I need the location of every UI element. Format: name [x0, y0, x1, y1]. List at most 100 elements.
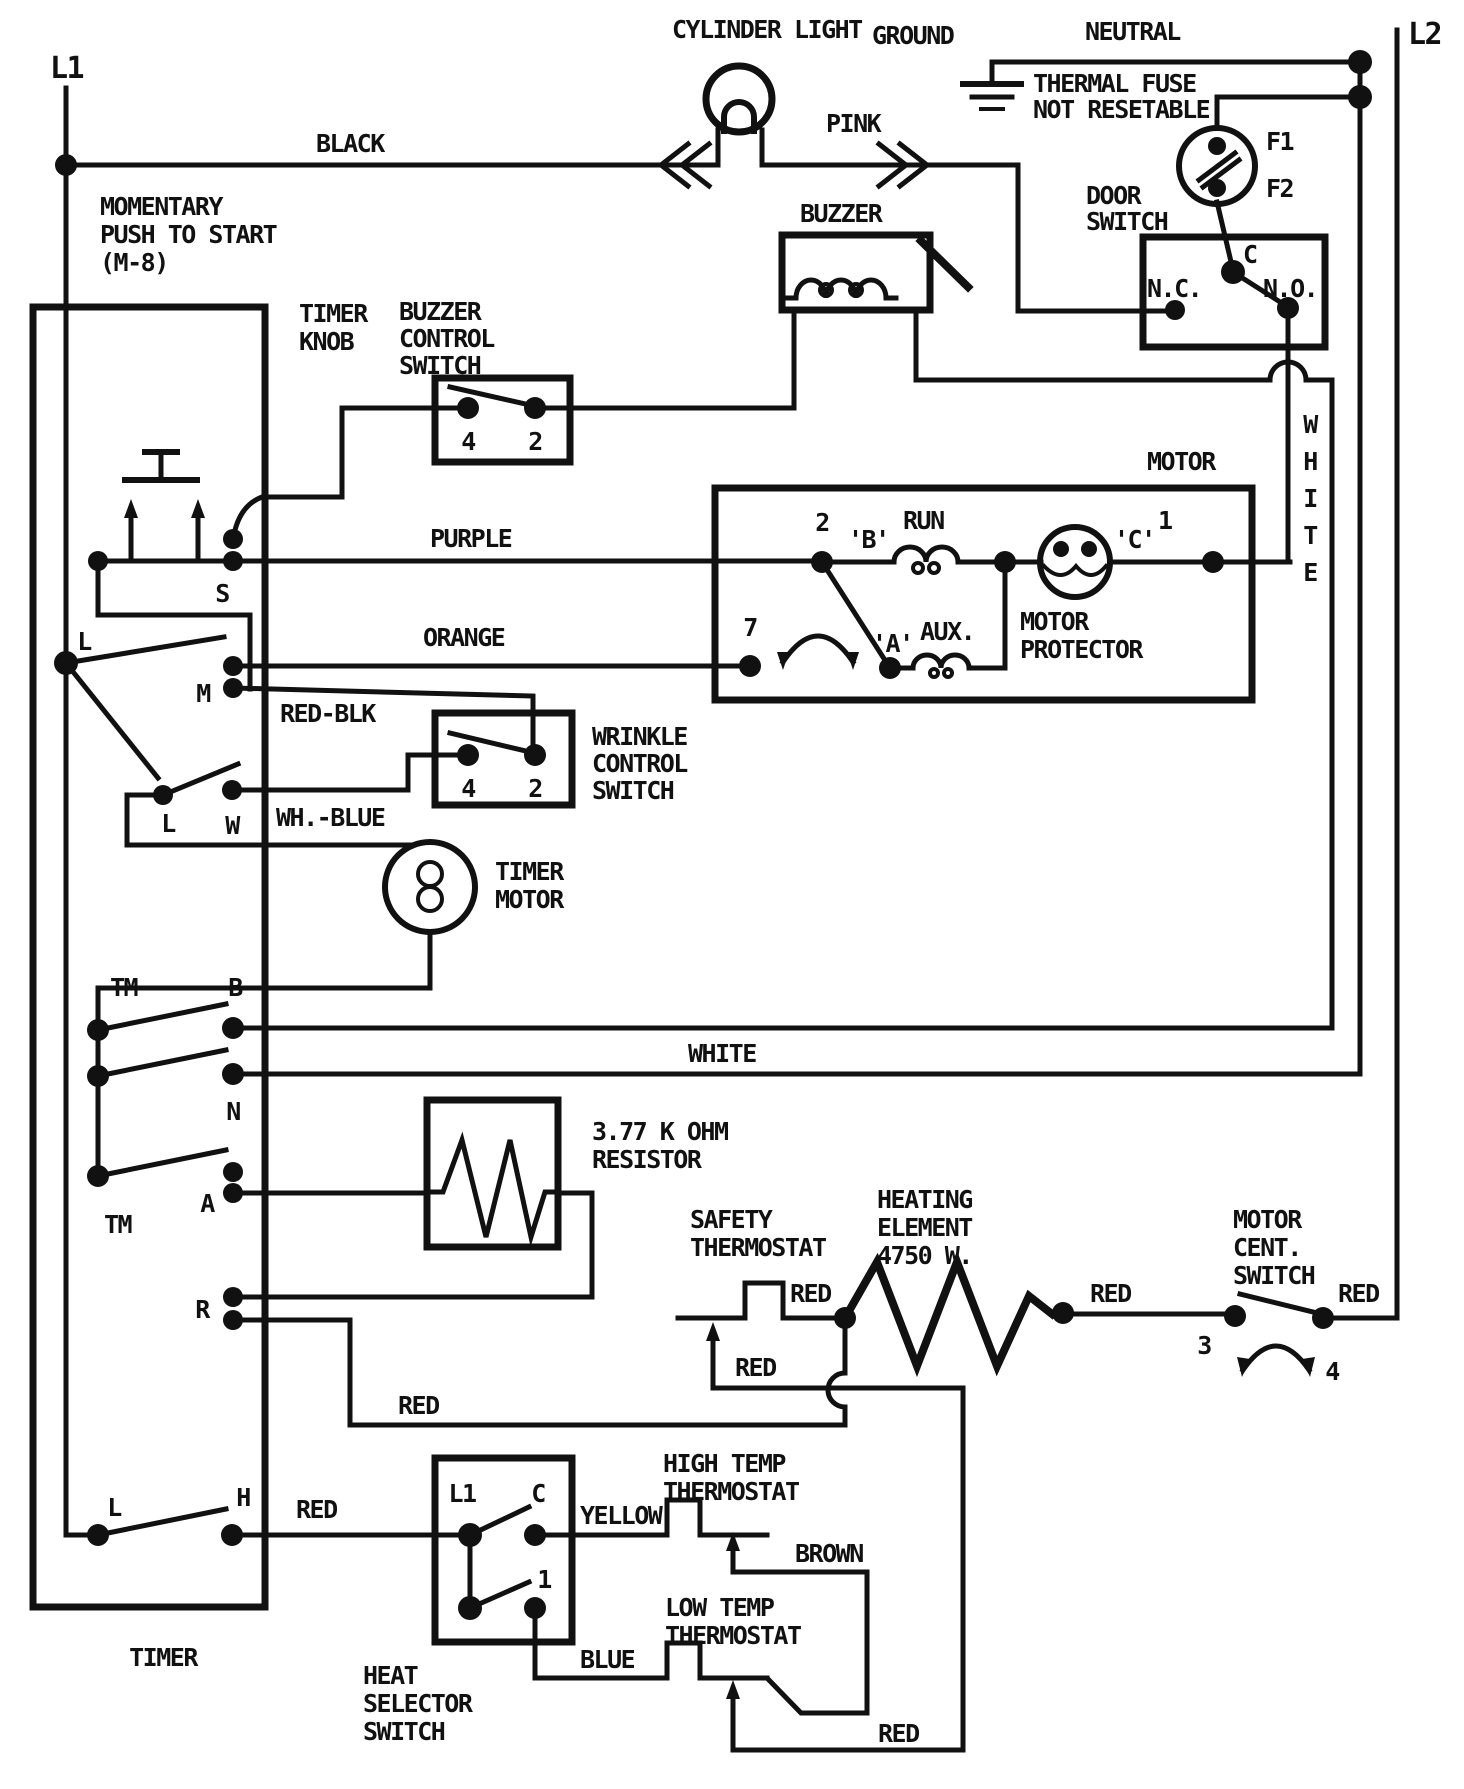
- door-no-label: N.O.: [1263, 274, 1317, 303]
- brown-wire-label: BROWN: [795, 1539, 863, 1568]
- contact-r-lower: [223, 1310, 243, 1330]
- door-c-label: C: [1243, 240, 1257, 269]
- heatsel-label-2: SELECTOR: [363, 1689, 474, 1718]
- pushstart-arrow-2: [191, 499, 205, 518]
- neutral-junction-2: [1348, 85, 1372, 109]
- l1-black-junction: [55, 154, 77, 176]
- blue-lowtemp-line: [532, 1605, 770, 1681]
- white-v-4: T: [1303, 521, 1317, 550]
- motor-terminal-1: [1202, 551, 1224, 573]
- contact-s-label: S: [215, 579, 229, 608]
- cent-terminal-4: [1312, 1307, 1334, 1329]
- wrinkle-4-label: 4: [461, 774, 475, 803]
- lamp-filament: [721, 99, 757, 134]
- contact-a-upper: [223, 1162, 243, 1182]
- timer-knob-label-1: TIMER: [299, 299, 369, 328]
- pink-wire: [759, 162, 1169, 314]
- lowtemp-label-2: THERMOSTAT: [665, 1621, 801, 1650]
- l-pivot-blade-down: [62, 659, 162, 782]
- motor-protector-circle: [1037, 524, 1113, 600]
- lamp-legs: [715, 127, 765, 168]
- cent-arc-arrow-left: [1237, 1357, 1250, 1377]
- pushstart-bracket: [95, 558, 253, 692]
- contact-b: [222, 1017, 244, 1039]
- aux-coil-loop-2: [942, 667, 954, 679]
- buzzer-to-b-wire: [230, 307, 1335, 1031]
- hightemp-arrow: [726, 1532, 740, 1551]
- heatsel-label-1: HEAT: [363, 1661, 418, 1690]
- fuse-f2-terminal: [1208, 179, 1226, 197]
- momentary-label-1: MOMENTARY: [100, 192, 223, 221]
- brown-wire: [730, 1569, 870, 1716]
- thermal-fuse-label-1: THERMAL FUSE: [1033, 69, 1196, 98]
- red-label-7: RED: [878, 1719, 919, 1748]
- buzzer-striker: [915, 235, 974, 293]
- motor-aux-terminal: [879, 657, 901, 679]
- neutral-junction-1: [1348, 50, 1372, 74]
- buzz-sw-label-2: CONTROL: [399, 324, 495, 353]
- door-switch-box: [1139, 233, 1329, 351]
- contact-w: [222, 780, 242, 800]
- heatsel-1-label: 1: [537, 1565, 551, 1594]
- heatsel-terminal-1: [524, 1597, 546, 1619]
- motor-box: [711, 484, 1256, 704]
- aux-arc-arrow-1: [777, 652, 789, 670]
- motor-1-label: 1: [1158, 506, 1172, 535]
- contact-tm-1: [87, 1019, 109, 1041]
- resistor: [423, 1096, 562, 1251]
- heatsel-l1-label: L1: [448, 1479, 476, 1508]
- motor-b-label: 'B': [848, 525, 889, 554]
- motor-label: MOTOR: [1147, 447, 1217, 476]
- run-coil-loop-2: [927, 561, 941, 575]
- timer-motor-label-2: MOTOR: [495, 885, 565, 914]
- wrinkle-terminal-2: [524, 744, 546, 766]
- resistor-label-1: 3.77 K OHM: [592, 1117, 728, 1146]
- contact-h-label: H: [236, 1483, 250, 1512]
- black-wire-label: BLACK: [316, 129, 385, 158]
- wrinkle-label-1: WRINKLE: [592, 722, 687, 751]
- heating-element-zigzag: [839, 1250, 1058, 1378]
- heatsel-terminal-c: [524, 1524, 546, 1546]
- heatsel-label-3: SWITCH: [363, 1717, 445, 1746]
- resistor-zigzag: [424, 1131, 561, 1247]
- contact-a-lower: [223, 1183, 243, 1203]
- buzzer-coil-icon: [783, 277, 899, 301]
- contact-n: [222, 1063, 244, 1085]
- buzzer-left-leg: [532, 307, 797, 411]
- aux-coil-loop-1: [928, 667, 940, 679]
- contact-l-lower: [153, 785, 173, 805]
- f1-label: F1: [1266, 127, 1294, 156]
- timer-motor-coil-2: [416, 885, 444, 913]
- buzzer-label: BUZZER: [800, 199, 884, 228]
- heatsel-blade-lower: [466, 1578, 533, 1612]
- wrinkle-blade: [446, 729, 534, 756]
- contact-b-label: B: [228, 973, 243, 1002]
- cent-label-1: MOTOR: [1233, 1205, 1303, 1234]
- contact-n-label: N: [226, 1097, 240, 1126]
- red-riser-hop: [825, 1315, 848, 1428]
- run-coil-loop-1: [911, 561, 925, 575]
- motor: [711, 484, 1293, 704]
- contact-tm-lower-label: TM: [104, 1210, 132, 1239]
- buzz-sw-label-1: BUZZER: [399, 297, 483, 326]
- pink-wire-label: PINK: [826, 109, 882, 138]
- contact-l-label: L: [77, 627, 92, 656]
- heating-label-3: 4750 W.: [877, 1241, 972, 1270]
- protector-label-1: MOTOR: [1020, 607, 1090, 636]
- red-label-3: RED: [735, 1353, 776, 1382]
- white-v-3: I: [1303, 484, 1317, 513]
- door-nc-label: N.C.: [1147, 274, 1201, 303]
- resistor-label-2: RESISTOR: [592, 1145, 703, 1174]
- red-blk-wire-label: RED-BLK: [280, 699, 376, 728]
- white-v-2: H: [1303, 447, 1317, 476]
- wrinkle-terminal-4: [457, 744, 479, 766]
- heatsel-c-label: C: [531, 1479, 545, 1508]
- white-v-5: E: [1303, 558, 1317, 587]
- motor-aux-label: AUX.: [920, 617, 974, 646]
- contact-s-upper: [223, 529, 243, 549]
- cent-label-2: CENT.: [1233, 1233, 1301, 1262]
- orange-wire-label: ORANGE: [423, 623, 505, 652]
- hightemp-label-1: HIGH TEMP: [663, 1449, 785, 1478]
- wrinkle-box: [431, 709, 576, 809]
